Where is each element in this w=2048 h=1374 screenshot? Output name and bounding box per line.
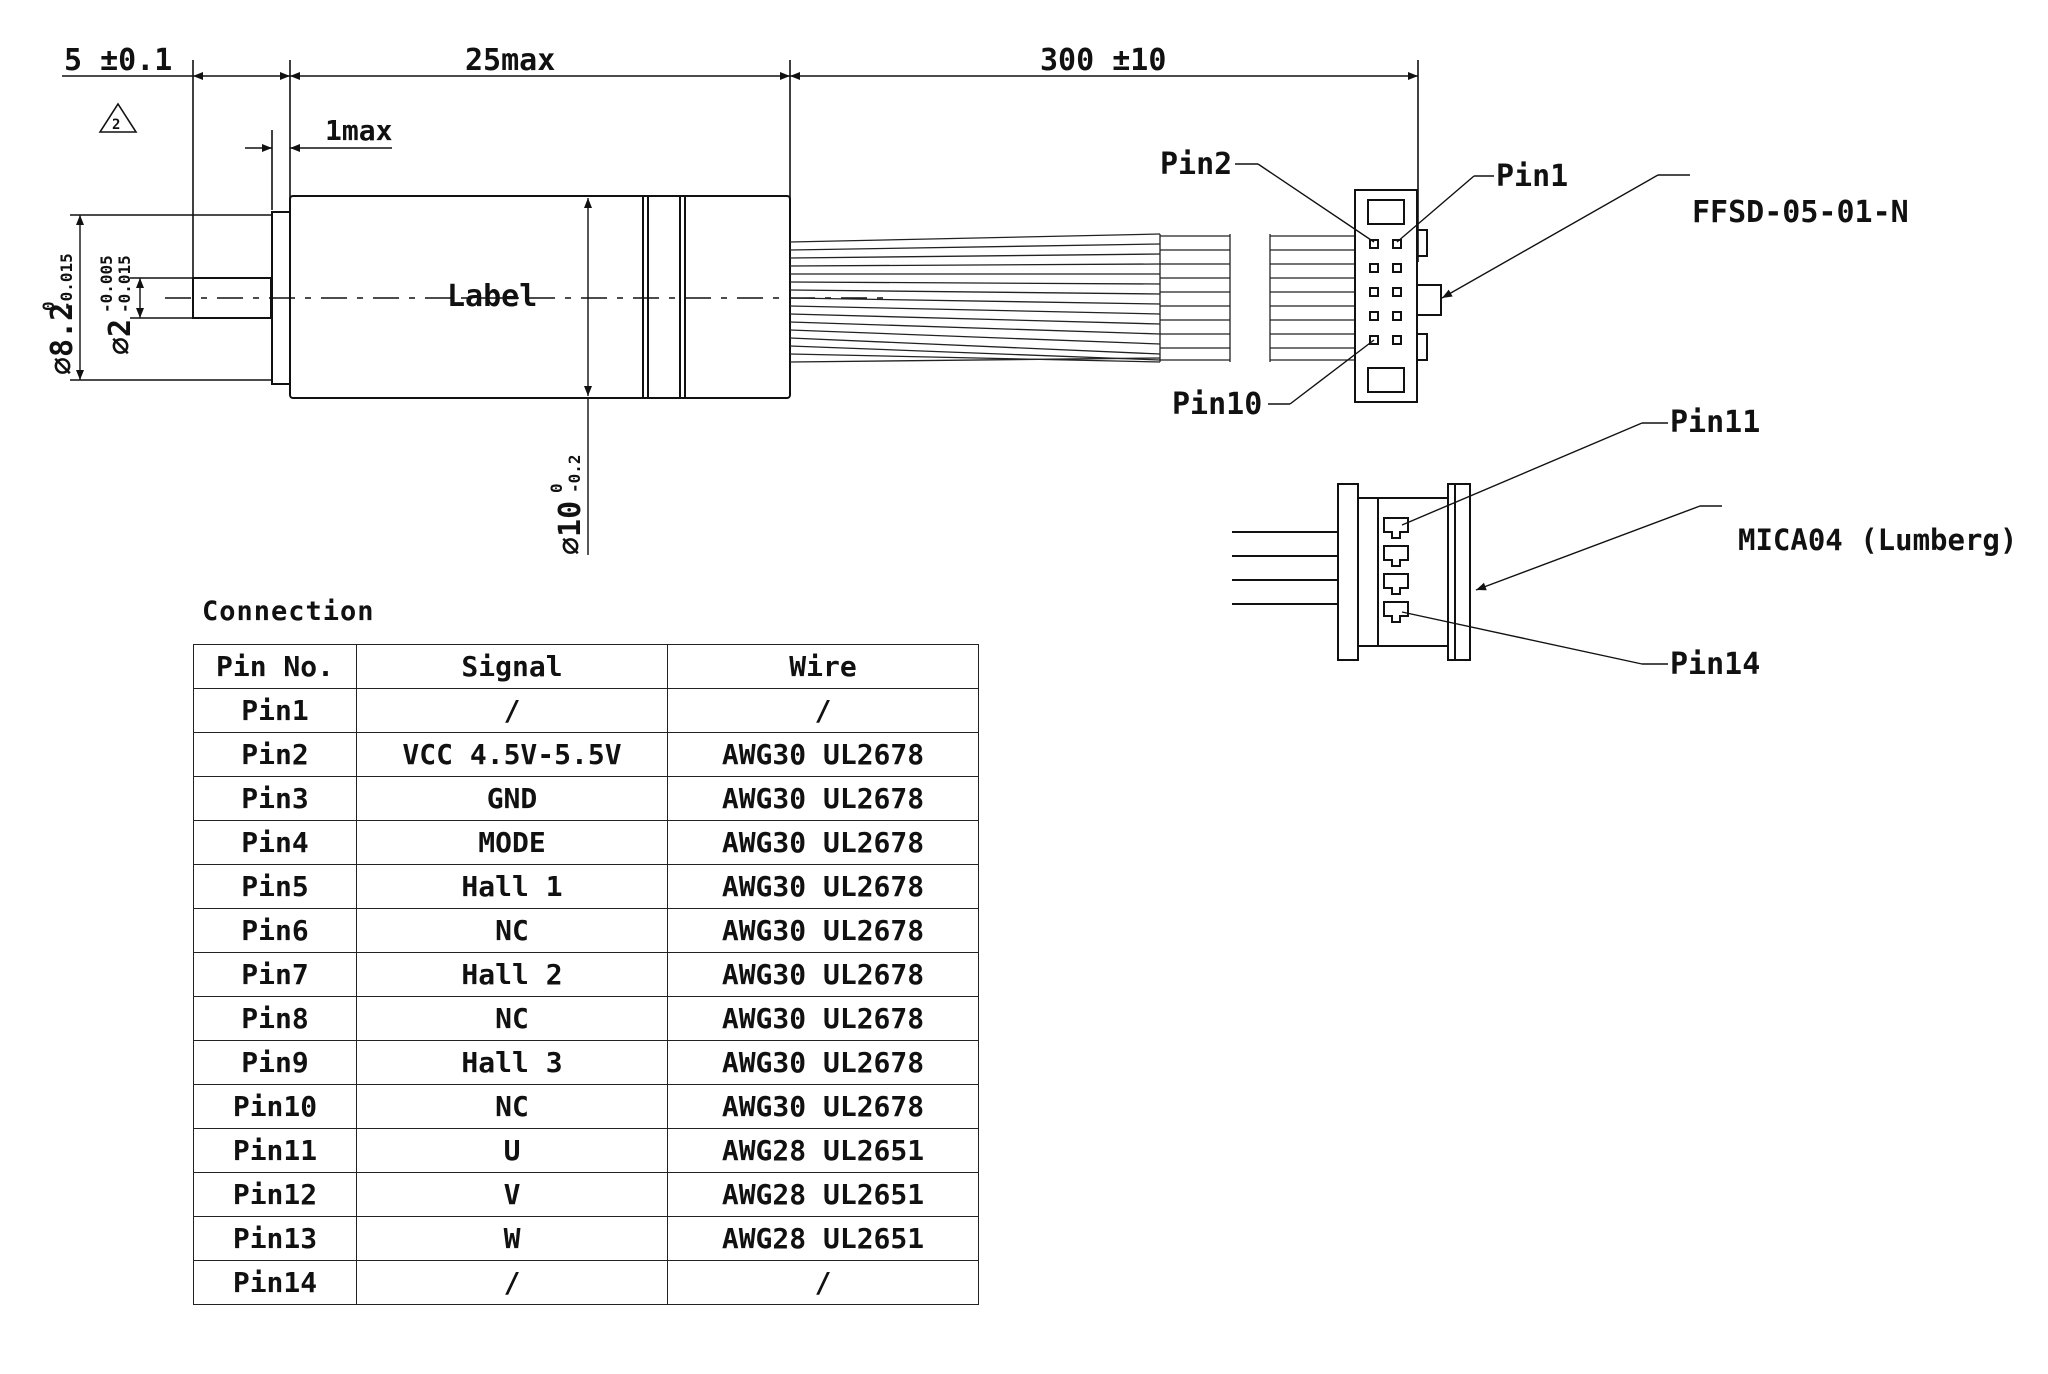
top-dimensions bbox=[62, 60, 1419, 318]
motor bbox=[165, 195, 890, 399]
pin-cell: Pin14 bbox=[193, 1260, 357, 1305]
pin-cell: Pin6 bbox=[193, 908, 357, 953]
wire-cell: AWG30 UL2678 bbox=[667, 996, 979, 1041]
signal-cell: / bbox=[356, 688, 668, 733]
revision-triangle-icon: 2 bbox=[98, 102, 138, 133]
wire-cell: AWG30 UL2678 bbox=[667, 732, 979, 777]
wire-cell: AWG30 UL2678 bbox=[667, 776, 979, 821]
table-row: Pin1// bbox=[193, 688, 979, 733]
signal-cell: W bbox=[356, 1216, 668, 1261]
pin-cell: Pin8 bbox=[193, 996, 357, 1041]
wire-cell: AWG30 UL2678 bbox=[667, 1040, 979, 1085]
header-pin-no: Pin No. bbox=[193, 644, 357, 689]
signal-cell: NC bbox=[356, 908, 668, 953]
table-row: Pin14// bbox=[193, 1260, 979, 1305]
signal-cell: Hall 2 bbox=[356, 952, 668, 997]
svg-text:0: 0 bbox=[39, 301, 58, 311]
connector-mica04 bbox=[1232, 483, 1471, 661]
svg-text:-0.005: -0.005 bbox=[97, 255, 116, 313]
pin-cell: Pin1 bbox=[193, 688, 357, 733]
signal-cell: NC bbox=[356, 1084, 668, 1129]
pin-cell: Pin5 bbox=[193, 864, 357, 909]
svg-text:0: 0 bbox=[547, 483, 566, 493]
pin-cell: Pin10 bbox=[193, 1084, 357, 1129]
pin-cell: Pin2 bbox=[193, 732, 357, 777]
pin2-label: Pin2 bbox=[1160, 147, 1232, 182]
pin-cell: Pin4 bbox=[193, 820, 357, 865]
dim-cable-length: 300 ±10 bbox=[1040, 43, 1166, 78]
wire-cell: AWG30 UL2678 bbox=[667, 908, 979, 953]
signal-cell: GND bbox=[356, 776, 668, 821]
motor-label: Label bbox=[447, 279, 537, 314]
pin1-label: Pin1 bbox=[1496, 159, 1568, 194]
dim-shaft-length: 5 ±0.1 bbox=[64, 43, 172, 78]
dim-flange: 1max bbox=[325, 114, 393, 147]
dim-body-length: 25max bbox=[465, 43, 555, 78]
signal-cell: Hall 1 bbox=[356, 864, 668, 909]
signal-cell: V bbox=[356, 1172, 668, 1217]
connector-ffsd bbox=[1354, 189, 1442, 403]
svg-text:∅10: ∅10 bbox=[553, 501, 588, 555]
pin10-label: Pin10 bbox=[1172, 387, 1262, 422]
signal-cell: MODE bbox=[356, 820, 668, 865]
header-wire: Wire bbox=[667, 644, 979, 689]
signal-cell: NC bbox=[356, 996, 668, 1041]
pin-cell: Pin13 bbox=[193, 1216, 357, 1261]
wire-cell: AWG30 UL2678 bbox=[667, 1084, 979, 1129]
signal-cell: U bbox=[356, 1128, 668, 1173]
dia-body-label: ∅8.2 0 -0.015 bbox=[39, 253, 80, 375]
wire-cell: AWG30 UL2678 bbox=[667, 864, 979, 909]
svg-text:-0.015: -0.015 bbox=[57, 253, 76, 311]
signal-cell: / bbox=[356, 1260, 668, 1305]
wire-cell: AWG28 UL2651 bbox=[667, 1216, 979, 1261]
connection-title: Connection bbox=[202, 596, 375, 627]
svg-text:∅2: ∅2 bbox=[103, 319, 138, 355]
pin14-label: Pin14 bbox=[1670, 647, 1760, 682]
pin-cell: Pin9 bbox=[193, 1040, 357, 1085]
diameter-dimensions bbox=[70, 214, 589, 555]
svg-text:-0.2: -0.2 bbox=[565, 454, 584, 493]
wire-cell: AWG28 UL2651 bbox=[667, 1128, 979, 1173]
wire-cell: AWG28 UL2651 bbox=[667, 1172, 979, 1217]
wire-cell: AWG30 UL2678 bbox=[667, 952, 979, 997]
pin-cell: Pin7 bbox=[193, 952, 357, 997]
wire-cell: AWG30 UL2678 bbox=[667, 820, 979, 865]
wire-cell: / bbox=[667, 1260, 979, 1305]
wire-cell: / bbox=[667, 688, 979, 733]
table-header-row: Pin No. Signal Wire bbox=[193, 644, 979, 689]
header-signal: Signal bbox=[356, 644, 668, 689]
pin-cell: Pin11 bbox=[193, 1128, 357, 1173]
pin-cell: Pin3 bbox=[193, 776, 357, 821]
ffsd-part-label: FFSD-05-01-N bbox=[1692, 195, 1909, 230]
dia-shaft-label: ∅2 -0.005 -0.015 bbox=[97, 255, 138, 355]
pin11-label: Pin11 bbox=[1670, 405, 1760, 440]
pin-cell: Pin12 bbox=[193, 1172, 357, 1217]
signal-cell: Hall 3 bbox=[356, 1040, 668, 1085]
dia-outer-label: ∅10 0 -0.2 bbox=[547, 454, 588, 555]
signal-cell: VCC 4.5V-5.5V bbox=[356, 732, 668, 777]
cable-bundle bbox=[789, 233, 1355, 363]
svg-text:∅8.2: ∅8.2 bbox=[45, 303, 80, 375]
connector-ffsd-leaders bbox=[1235, 163, 1690, 405]
connector-mica04-leaders bbox=[1401, 422, 1722, 665]
revision-number: 2 bbox=[112, 117, 120, 133]
svg-text:-0.015: -0.015 bbox=[115, 255, 134, 313]
mica04-part-label: MICA04 (Lumberg) bbox=[1738, 523, 2017, 557]
